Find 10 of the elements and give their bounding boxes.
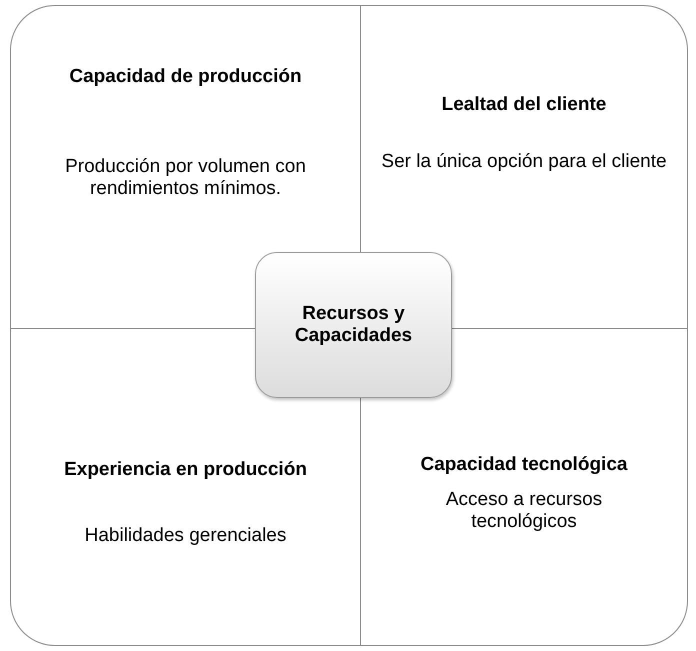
- quadrant-description: Ser la única opción para el cliente: [380, 151, 668, 173]
- center-label: Recursos y Capacidades: [294, 303, 414, 347]
- center-box: [255, 252, 452, 398]
- quadrant-heading: Capacidad de producción: [68, 66, 303, 88]
- quadrant-description: Acceso a recursos tecnológicos: [444, 489, 604, 533]
- quadrant-description: Producción por volumen con rendimientos mínimos.: [64, 156, 307, 200]
- quadrant-heading: Lealtad del cliente: [440, 94, 608, 116]
- quadrant-heading: Experiencia en producción: [63, 459, 308, 481]
- quadrant-heading: Capacidad tecnológica: [420, 454, 628, 476]
- quadrant-description: Habilidades gerenciales: [84, 525, 288, 547]
